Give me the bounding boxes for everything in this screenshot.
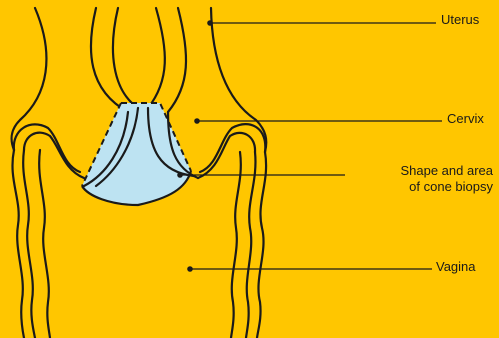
- label-vagina: Vagina: [436, 259, 476, 275]
- vagina-wall-right-outer: [257, 152, 266, 338]
- vagina-wall-left-inner: [39, 150, 50, 338]
- label-cone-line1: Shape and area: [349, 163, 493, 179]
- vagina-wall-right-middle: [246, 152, 255, 338]
- label-cone-line2: of cone biopsy: [349, 179, 493, 195]
- fornix-left-inner: [24, 133, 84, 178]
- uterus-outer-wall-left: [12, 8, 47, 150]
- vagina-leader-dot: [188, 267, 192, 271]
- label-cone-biopsy: Shape and area of cone biopsy: [349, 163, 493, 195]
- vagina-wall-left-middle: [23, 150, 35, 338]
- cone-leader-dot: [178, 173, 182, 177]
- label-uterus: Uterus: [441, 12, 479, 28]
- fornix-right-inner: [198, 133, 255, 178]
- vagina-wall-right-inner: [231, 152, 241, 338]
- uterus-inner-right-2: [168, 8, 186, 112]
- cervix-leader-dot: [195, 119, 199, 123]
- uterus-inner-left-1: [91, 8, 128, 112]
- uterus-outer-wall-right: [211, 8, 266, 152]
- uterus-leader-dot: [208, 21, 212, 25]
- label-cervix: Cervix: [447, 111, 484, 127]
- vagina-wall-left-outer: [12, 150, 24, 338]
- uterus-inner-left-2: [113, 8, 138, 108]
- uterus-inner-right-1: [148, 8, 165, 108]
